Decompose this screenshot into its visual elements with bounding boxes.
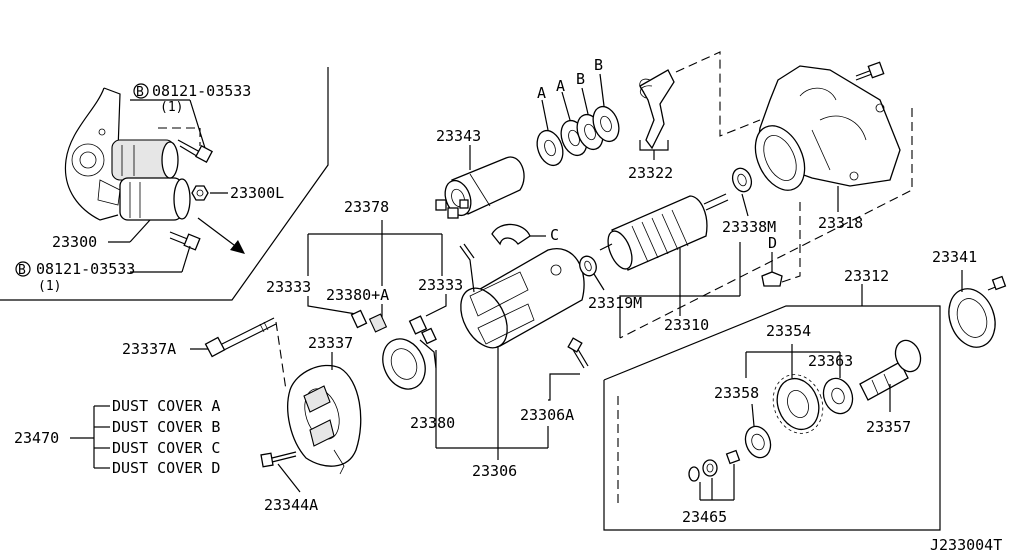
washer-23358 bbox=[744, 425, 772, 459]
label-23306: 23306 bbox=[472, 462, 517, 480]
dust-cover-group-23470: 23470 DUST COVER A DUST COVER B DUST COV… bbox=[14, 397, 220, 477]
rear-cover-23337 bbox=[287, 364, 362, 475]
label-23337: 23337 bbox=[308, 334, 353, 352]
solenoid-23343 bbox=[435, 145, 525, 219]
label-23363: 23363 bbox=[808, 352, 853, 370]
label-23300: 23300 bbox=[52, 233, 97, 251]
drawing-code: J233004T bbox=[930, 536, 1002, 554]
shaft-23357 bbox=[859, 339, 922, 401]
label-letter-c: C bbox=[550, 226, 559, 244]
label-23338M: 23338M bbox=[722, 218, 776, 236]
plate-23380 bbox=[382, 338, 437, 390]
gear-housing-23318 bbox=[754, 65, 901, 191]
label-23380A: 23380+A bbox=[326, 286, 389, 304]
label-23465: 23465 bbox=[682, 508, 727, 526]
label-23380: 23380 bbox=[410, 414, 455, 432]
dust-cover-a: DUST COVER A bbox=[112, 397, 220, 415]
label-letter-d: D bbox=[768, 234, 777, 252]
bushing-23341 bbox=[948, 275, 1007, 348]
bolt-qty-top: (1) bbox=[160, 100, 183, 115]
bearing-23338M bbox=[731, 167, 753, 193]
screw-23344A bbox=[260, 451, 297, 468]
pinion-gear-23354 bbox=[772, 374, 824, 434]
label-23343: 23343 bbox=[436, 127, 481, 145]
bolt-symbol-bottom: B bbox=[18, 263, 26, 278]
yoke-23306 bbox=[459, 243, 585, 349]
label-washer-a1: A bbox=[537, 84, 546, 102]
bolt-code-top: 08121-03533 bbox=[152, 82, 251, 100]
through-bolt-23337A bbox=[204, 317, 277, 358]
label-washer-b2: B bbox=[594, 56, 603, 74]
label-23357: 23357 bbox=[866, 418, 911, 436]
label-23318: 23318 bbox=[818, 214, 863, 232]
label-23337A: 23337A bbox=[122, 340, 176, 358]
label-23322: 23322 bbox=[628, 164, 673, 182]
armature-23310 bbox=[599, 193, 729, 271]
inset-nut bbox=[191, 185, 209, 201]
screw-23306A bbox=[567, 337, 589, 369]
bolt-callout-bottom: B 08121-03533 (1) bbox=[15, 260, 135, 294]
label-23470: 23470 bbox=[14, 429, 59, 447]
label-23319M: 23319M bbox=[588, 294, 642, 312]
inset-panel bbox=[0, 67, 329, 301]
label-23300L: 23300L bbox=[230, 184, 284, 202]
shift-lever-23322 bbox=[639, 69, 675, 150]
label-23312: 23312 bbox=[844, 267, 889, 285]
bolt-code-bottom: 08121-03533 bbox=[36, 260, 135, 278]
dust-cover-d: DUST COVER D bbox=[112, 459, 220, 477]
retainer-23465 bbox=[688, 449, 741, 482]
starter-assembly-inset bbox=[97, 139, 191, 221]
bolt-callout-top: B 08121-03533 (1) bbox=[133, 82, 251, 115]
label-23354: 23354 bbox=[766, 322, 811, 340]
brush-holder-23319M bbox=[579, 255, 597, 277]
housing-bolt bbox=[855, 61, 885, 81]
brush-spring-right bbox=[408, 315, 437, 345]
bolt-symbol-top: B bbox=[136, 85, 144, 100]
label-23310: 23310 bbox=[664, 316, 709, 334]
label-23378: 23378 bbox=[344, 198, 389, 216]
label-washer-a2: A bbox=[556, 77, 565, 95]
label-23344A: 23344A bbox=[264, 496, 318, 514]
label-23333-right: 23333 bbox=[418, 276, 463, 294]
label-23358: 23358 bbox=[714, 384, 759, 402]
label-23341: 23341 bbox=[932, 248, 977, 266]
bearing-23363 bbox=[822, 377, 854, 415]
dust-cover-c: DUST COVER C bbox=[112, 439, 220, 457]
brush-plate-c bbox=[491, 223, 531, 246]
label-23333-left: 23333 bbox=[266, 278, 311, 296]
inset-bolt-bottom bbox=[169, 231, 201, 251]
washer-set bbox=[536, 73, 620, 167]
bolt-qty-bottom: (1) bbox=[38, 279, 61, 294]
brush-spring-left bbox=[350, 309, 388, 333]
label-washer-b1: B bbox=[576, 70, 585, 88]
label-23306A: 23306A bbox=[520, 406, 574, 424]
dust-cover-b: DUST COVER B bbox=[112, 418, 220, 436]
